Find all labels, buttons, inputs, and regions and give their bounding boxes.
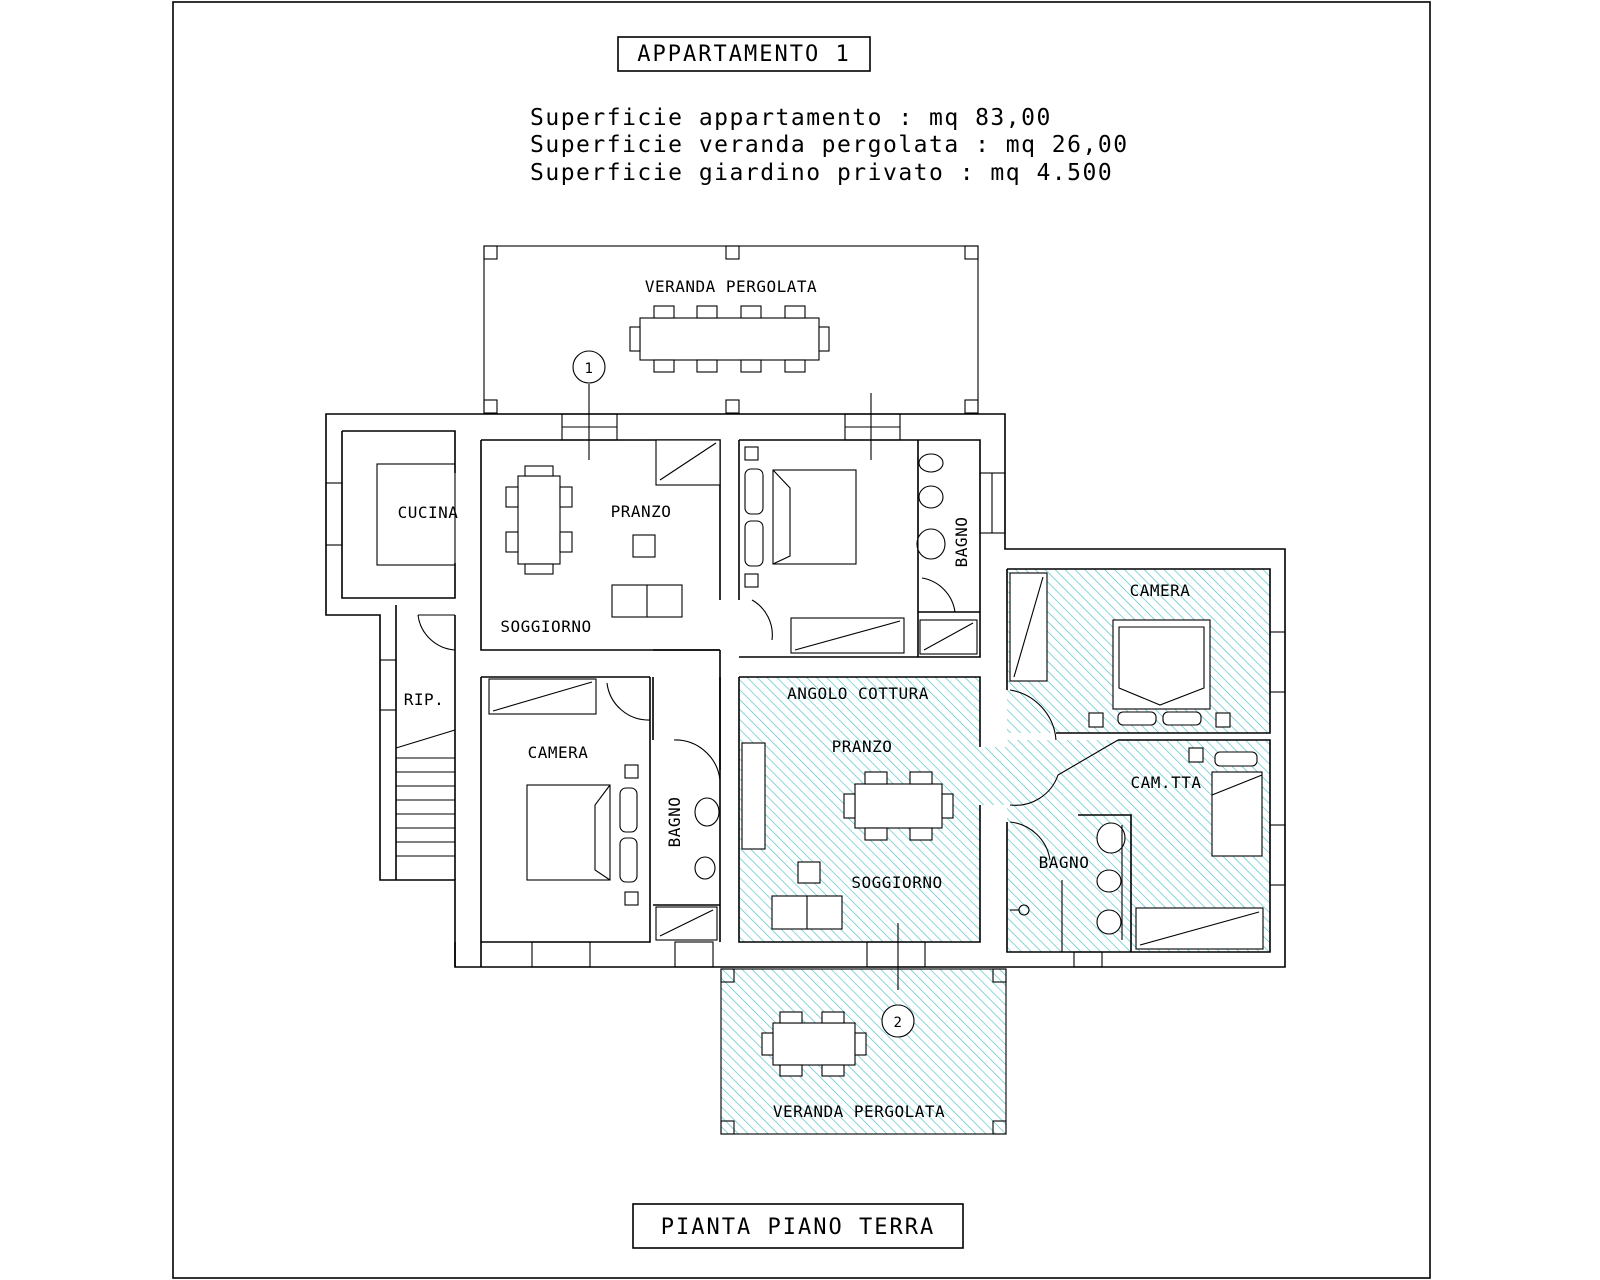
- footer-title: PIANTA PIANO TERRA: [661, 1215, 935, 1240]
- label-bagno-3: BAGNO: [1039, 853, 1090, 872]
- stairs: [395, 729, 456, 857]
- label-cameretta: CAM.TTA: [1131, 773, 1202, 792]
- label-camera-2: CAMERA: [1130, 581, 1191, 600]
- area-apartment: Superficie appartamento : mq 83,00: [530, 105, 1052, 131]
- veranda-bottom: [720, 968, 1007, 1135]
- dining-table-1: [505, 465, 683, 618]
- label-soggiorno-1: SOGGIORNO: [500, 617, 591, 636]
- doors: [417, 577, 1119, 861]
- living-2-furniture: [741, 742, 954, 930]
- veranda-top: [483, 245, 979, 415]
- title-box: [617, 36, 871, 72]
- kitchen-counter: [376, 463, 456, 566]
- bed-1: [744, 446, 857, 588]
- sheet-frame: [172, 1, 1431, 1279]
- label-pranzo-1: PRANZO: [611, 502, 672, 521]
- footer-box: [632, 1203, 964, 1249]
- marker-2-label: 2: [894, 1015, 903, 1031]
- label-camera-1: CAMERA: [528, 743, 589, 762]
- label-bagno-2: BAGNO: [665, 797, 684, 848]
- dining-table-veranda: [629, 305, 830, 373]
- label-angolo-cottura: ANGOLO COTTURA: [787, 684, 929, 703]
- outer-walls: [325, 413, 1286, 968]
- label-soggiorno-2: SOGGIORNO: [851, 873, 942, 892]
- bathroom-2-fixtures: [694, 797, 720, 880]
- bathroom-3-fixtures: [1010, 822, 1126, 952]
- bed-2: [526, 764, 639, 906]
- marker-1-label: 1: [585, 361, 594, 377]
- bed-3: [1009, 572, 1231, 728]
- marker-2-circle: [881, 1004, 915, 1038]
- label-bagno-1: BAGNO: [952, 517, 971, 568]
- label-rip: RIP.: [404, 690, 445, 709]
- marker-1-circle: [572, 350, 606, 384]
- area-garden: Superficie giardino privato : mq 4.500: [530, 160, 1113, 186]
- label-veranda-bottom: VERANDA PERGOLATA: [773, 1102, 945, 1121]
- label-cucina: CUCINA: [398, 503, 459, 522]
- apartment-title: APPARTAMENTO 1: [637, 42, 850, 67]
- bathroom-1-fixtures: [916, 453, 946, 560]
- area-veranda: Superficie veranda pergolata : mq 26,00: [530, 132, 1129, 158]
- bed-4: [1135, 747, 1264, 950]
- label-pranzo-2: PRANZO: [832, 737, 893, 756]
- label-veranda-top: VERANDA PERGOLATA: [645, 277, 817, 296]
